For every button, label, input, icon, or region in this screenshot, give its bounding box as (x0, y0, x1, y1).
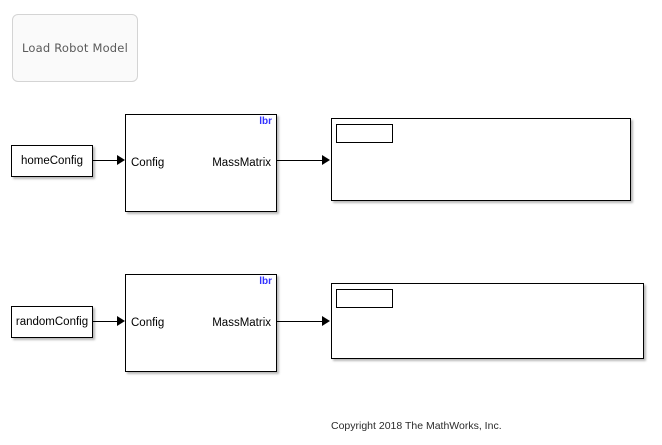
output-port-massmatrix: MassMatrix (212, 157, 271, 169)
signal-line-massmatrix-to-display-2 (277, 321, 323, 322)
display-block-2[interactable] (331, 283, 644, 359)
source-block-randomconfig[interactable]: randomConfig (11, 306, 93, 338)
signal-arrow-icon (322, 316, 330, 326)
source-block-label: randomConfig (15, 316, 89, 328)
mass-matrix-block-1[interactable]: lbr Config MassMatrix (125, 114, 277, 212)
source-block-label: homeConfig (20, 155, 83, 167)
signal-arrow-icon (117, 155, 125, 165)
input-port-config: Config (131, 157, 165, 169)
robot-model-tag: lbr (259, 116, 272, 127)
signal-line-massmatrix-to-display-1 (277, 160, 323, 161)
signal-line-randomconfig-to-massmatrix (93, 321, 119, 322)
robot-model-tag: lbr (259, 276, 272, 287)
mass-matrix-block-2[interactable]: lbr Config MassMatrix (125, 274, 277, 372)
signal-arrow-icon (322, 155, 330, 165)
display-value-field-1 (336, 124, 393, 143)
input-port-config: Config (131, 317, 165, 329)
signal-line-homeconfig-to-massmatrix (93, 160, 119, 161)
signal-arrow-icon (117, 316, 125, 326)
display-value-field-2 (336, 289, 393, 308)
load-robot-model-button[interactable]: Load Robot Model (12, 14, 138, 82)
display-block-1[interactable] (331, 118, 631, 201)
copyright-text: Copyright 2018 The MathWorks, Inc. (331, 420, 502, 432)
source-block-homeconfig[interactable]: homeConfig (11, 145, 93, 177)
output-port-massmatrix: MassMatrix (212, 317, 271, 329)
